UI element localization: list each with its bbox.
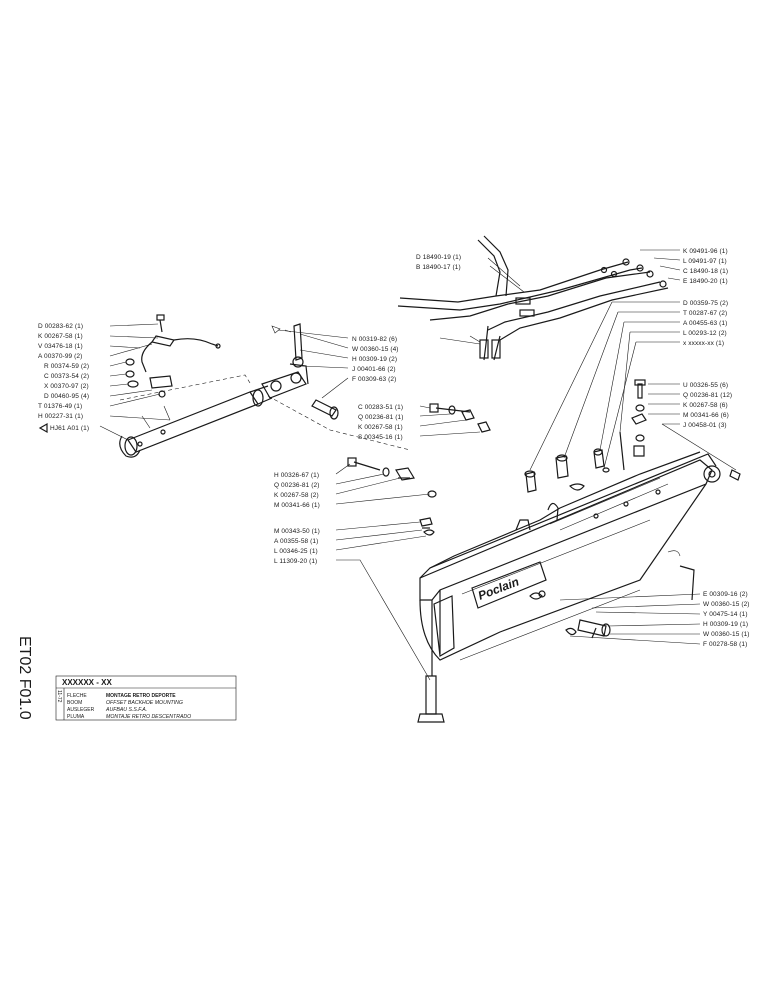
part-label: E 18490-20 (1) bbox=[683, 278, 728, 285]
lang-text: MONTAGE RETRO DEPORTE bbox=[106, 693, 176, 699]
part-label: A 00455-63 (1) bbox=[683, 320, 727, 327]
part-label: M 00341-66 (1) bbox=[274, 502, 320, 509]
title-block: XXXXXX - XX 11-72 FLECHE MONTAGE RETRO D… bbox=[55, 675, 237, 721]
triangle-marker-icon bbox=[38, 422, 48, 434]
label-group-hoses: D 18490-19 (1) B 18490-17 (1) bbox=[416, 254, 461, 271]
part-label: D 00283-62 (1) bbox=[38, 323, 83, 330]
stand-leg bbox=[417, 600, 445, 723]
part-label: K 09491-96 (1) bbox=[683, 248, 728, 255]
part-label: K 00267-58 (2) bbox=[274, 492, 319, 499]
part-label: L 00346-25 (1) bbox=[274, 548, 318, 555]
title-block-code: XXXXXX - XX bbox=[62, 678, 112, 687]
brand-plate bbox=[471, 561, 547, 609]
part-label: T 00287-67 (2) bbox=[683, 310, 727, 317]
part-label: x xxxxx-xx (1) bbox=[683, 340, 724, 347]
part-label: W 00360-15 (1) bbox=[703, 631, 750, 638]
part-label: D 18490-19 (1) bbox=[416, 254, 461, 261]
part-label: L 11309-20 (1) bbox=[274, 558, 317, 565]
part-label: U 00326-55 (6) bbox=[683, 382, 728, 389]
part-label: V 03476-18 (1) bbox=[38, 343, 83, 350]
lang-key: FLECHE bbox=[67, 693, 87, 699]
label-group-stand: M 00343-50 (1) A 00355-58 (1) L 00346-25… bbox=[274, 528, 320, 565]
grease-line bbox=[125, 314, 221, 398]
brand-logo-text: Poclain bbox=[476, 574, 521, 602]
part-label: K 00267-58 (6) bbox=[683, 402, 728, 409]
part-label: M 00343-50 (1) bbox=[274, 528, 320, 535]
part-label: J 00401-66 (2) bbox=[352, 366, 396, 373]
part-label: T 01376-49 (1) bbox=[38, 403, 82, 410]
boom-bolts bbox=[631, 379, 647, 457]
part-label: A 00370-99 (2) bbox=[38, 353, 82, 360]
label-group-right-low: E 00309-16 (2) W 00360-15 (2) Y 00475-14… bbox=[703, 591, 750, 648]
part-label: Y 00475-14 (1) bbox=[703, 611, 748, 618]
title-block-date: 11-72 bbox=[56, 690, 62, 703]
label-group-right-top: K 09491-96 (1) L 09491-97 (1) C 18490-18… bbox=[683, 248, 728, 285]
part-label: S 00345-16 (1) bbox=[358, 434, 403, 441]
lang-text: MONTAJE RETRO DESCENTRADO bbox=[106, 714, 191, 720]
part-label: X 00370-97 (2) bbox=[44, 383, 89, 390]
part-label: L 00293-12 (2) bbox=[683, 330, 727, 337]
boom-fittings bbox=[524, 431, 741, 493]
label-group-left: D 00283-62 (1) K 00267-58 (1) V 03476-18… bbox=[38, 323, 89, 434]
part-label: D 00359-75 (2) bbox=[683, 300, 728, 307]
part-label: B 18490-17 (1) bbox=[416, 264, 461, 271]
part-label: HJ61 A01 (1) bbox=[50, 425, 89, 432]
part-label: D 00460-95 (4) bbox=[44, 393, 89, 400]
part-label: M 00341-66 (6) bbox=[683, 412, 729, 419]
part-label: C 00373-54 (2) bbox=[44, 373, 89, 380]
part-label: F 00309-63 (2) bbox=[352, 376, 396, 383]
label-group-right-bolts: U 00326-55 (6) Q 00236-81 (12) K 00267-5… bbox=[683, 382, 732, 429]
part-label: H 00326-67 (1) bbox=[274, 472, 319, 479]
part-label: K 00267-58 (1) bbox=[358, 424, 403, 431]
label-group-mid-bolts: C 00283-51 (1) Q 00236-81 (1) K 00267-58… bbox=[358, 404, 403, 441]
label-group-mid-upper: N 00319-82 (6) W 00360-15 (4) H 00309-19… bbox=[352, 336, 399, 383]
part-label: N 00319-82 (6) bbox=[352, 336, 397, 343]
part-label: Q 00236-81 (2) bbox=[274, 482, 319, 489]
part-label: E 00309-16 (2) bbox=[703, 591, 748, 598]
middle-bolts bbox=[347, 403, 491, 536]
lang-text: OFFSET BACKHOE MOUNTING bbox=[106, 700, 183, 706]
part-label: K 00267-58 (1) bbox=[38, 333, 83, 340]
main-boom bbox=[419, 451, 721, 661]
part-label: Q 00236-81 (1) bbox=[358, 414, 403, 421]
part-label: H 00309-19 (1) bbox=[703, 621, 748, 628]
sheet-reference: ET02 F01.0 bbox=[16, 636, 33, 720]
leader-lines bbox=[99, 249, 737, 681]
part-label: L 09491-97 (1) bbox=[683, 258, 727, 265]
lang-key: BOOM bbox=[67, 700, 82, 706]
part-label: C 00283-51 (1) bbox=[358, 404, 403, 411]
part-label: R 00374-59 (2) bbox=[44, 363, 89, 370]
part-label: Q 00236-81 (12) bbox=[683, 392, 732, 399]
part-label: J 00458-01 (3) bbox=[683, 422, 727, 429]
label-group-mid-lower: H 00326-67 (1) Q 00236-81 (2) K 00267-58… bbox=[274, 472, 320, 509]
lang-text: AUFBAU S.S.F.A. bbox=[105, 707, 147, 713]
exploded-view-drawing bbox=[99, 235, 741, 723]
pivot-pin bbox=[267, 395, 411, 451]
lang-key: PLUMA bbox=[67, 714, 85, 720]
part-label: A 00355-58 (1) bbox=[274, 538, 318, 545]
part-label: C 18490-18 (1) bbox=[683, 268, 728, 275]
part-label: H 00227-31 (1) bbox=[38, 413, 83, 420]
hydraulic-cylinder bbox=[119, 374, 273, 458]
part-label: F 00278-58 (1) bbox=[703, 641, 747, 648]
lower-right-parts bbox=[565, 550, 695, 639]
clevis-bracket bbox=[261, 323, 309, 399]
part-label: W 00360-15 (2) bbox=[703, 601, 750, 608]
lang-key: AUSLEGER bbox=[67, 707, 95, 713]
part-label: W 00360-15 (4) bbox=[352, 346, 399, 353]
part-label: H 00309-19 (2) bbox=[352, 356, 397, 363]
hydraulic-hoses bbox=[397, 235, 669, 361]
label-group-right-mid: D 00359-75 (2) T 00287-67 (2) A 00455-63… bbox=[683, 300, 728, 347]
